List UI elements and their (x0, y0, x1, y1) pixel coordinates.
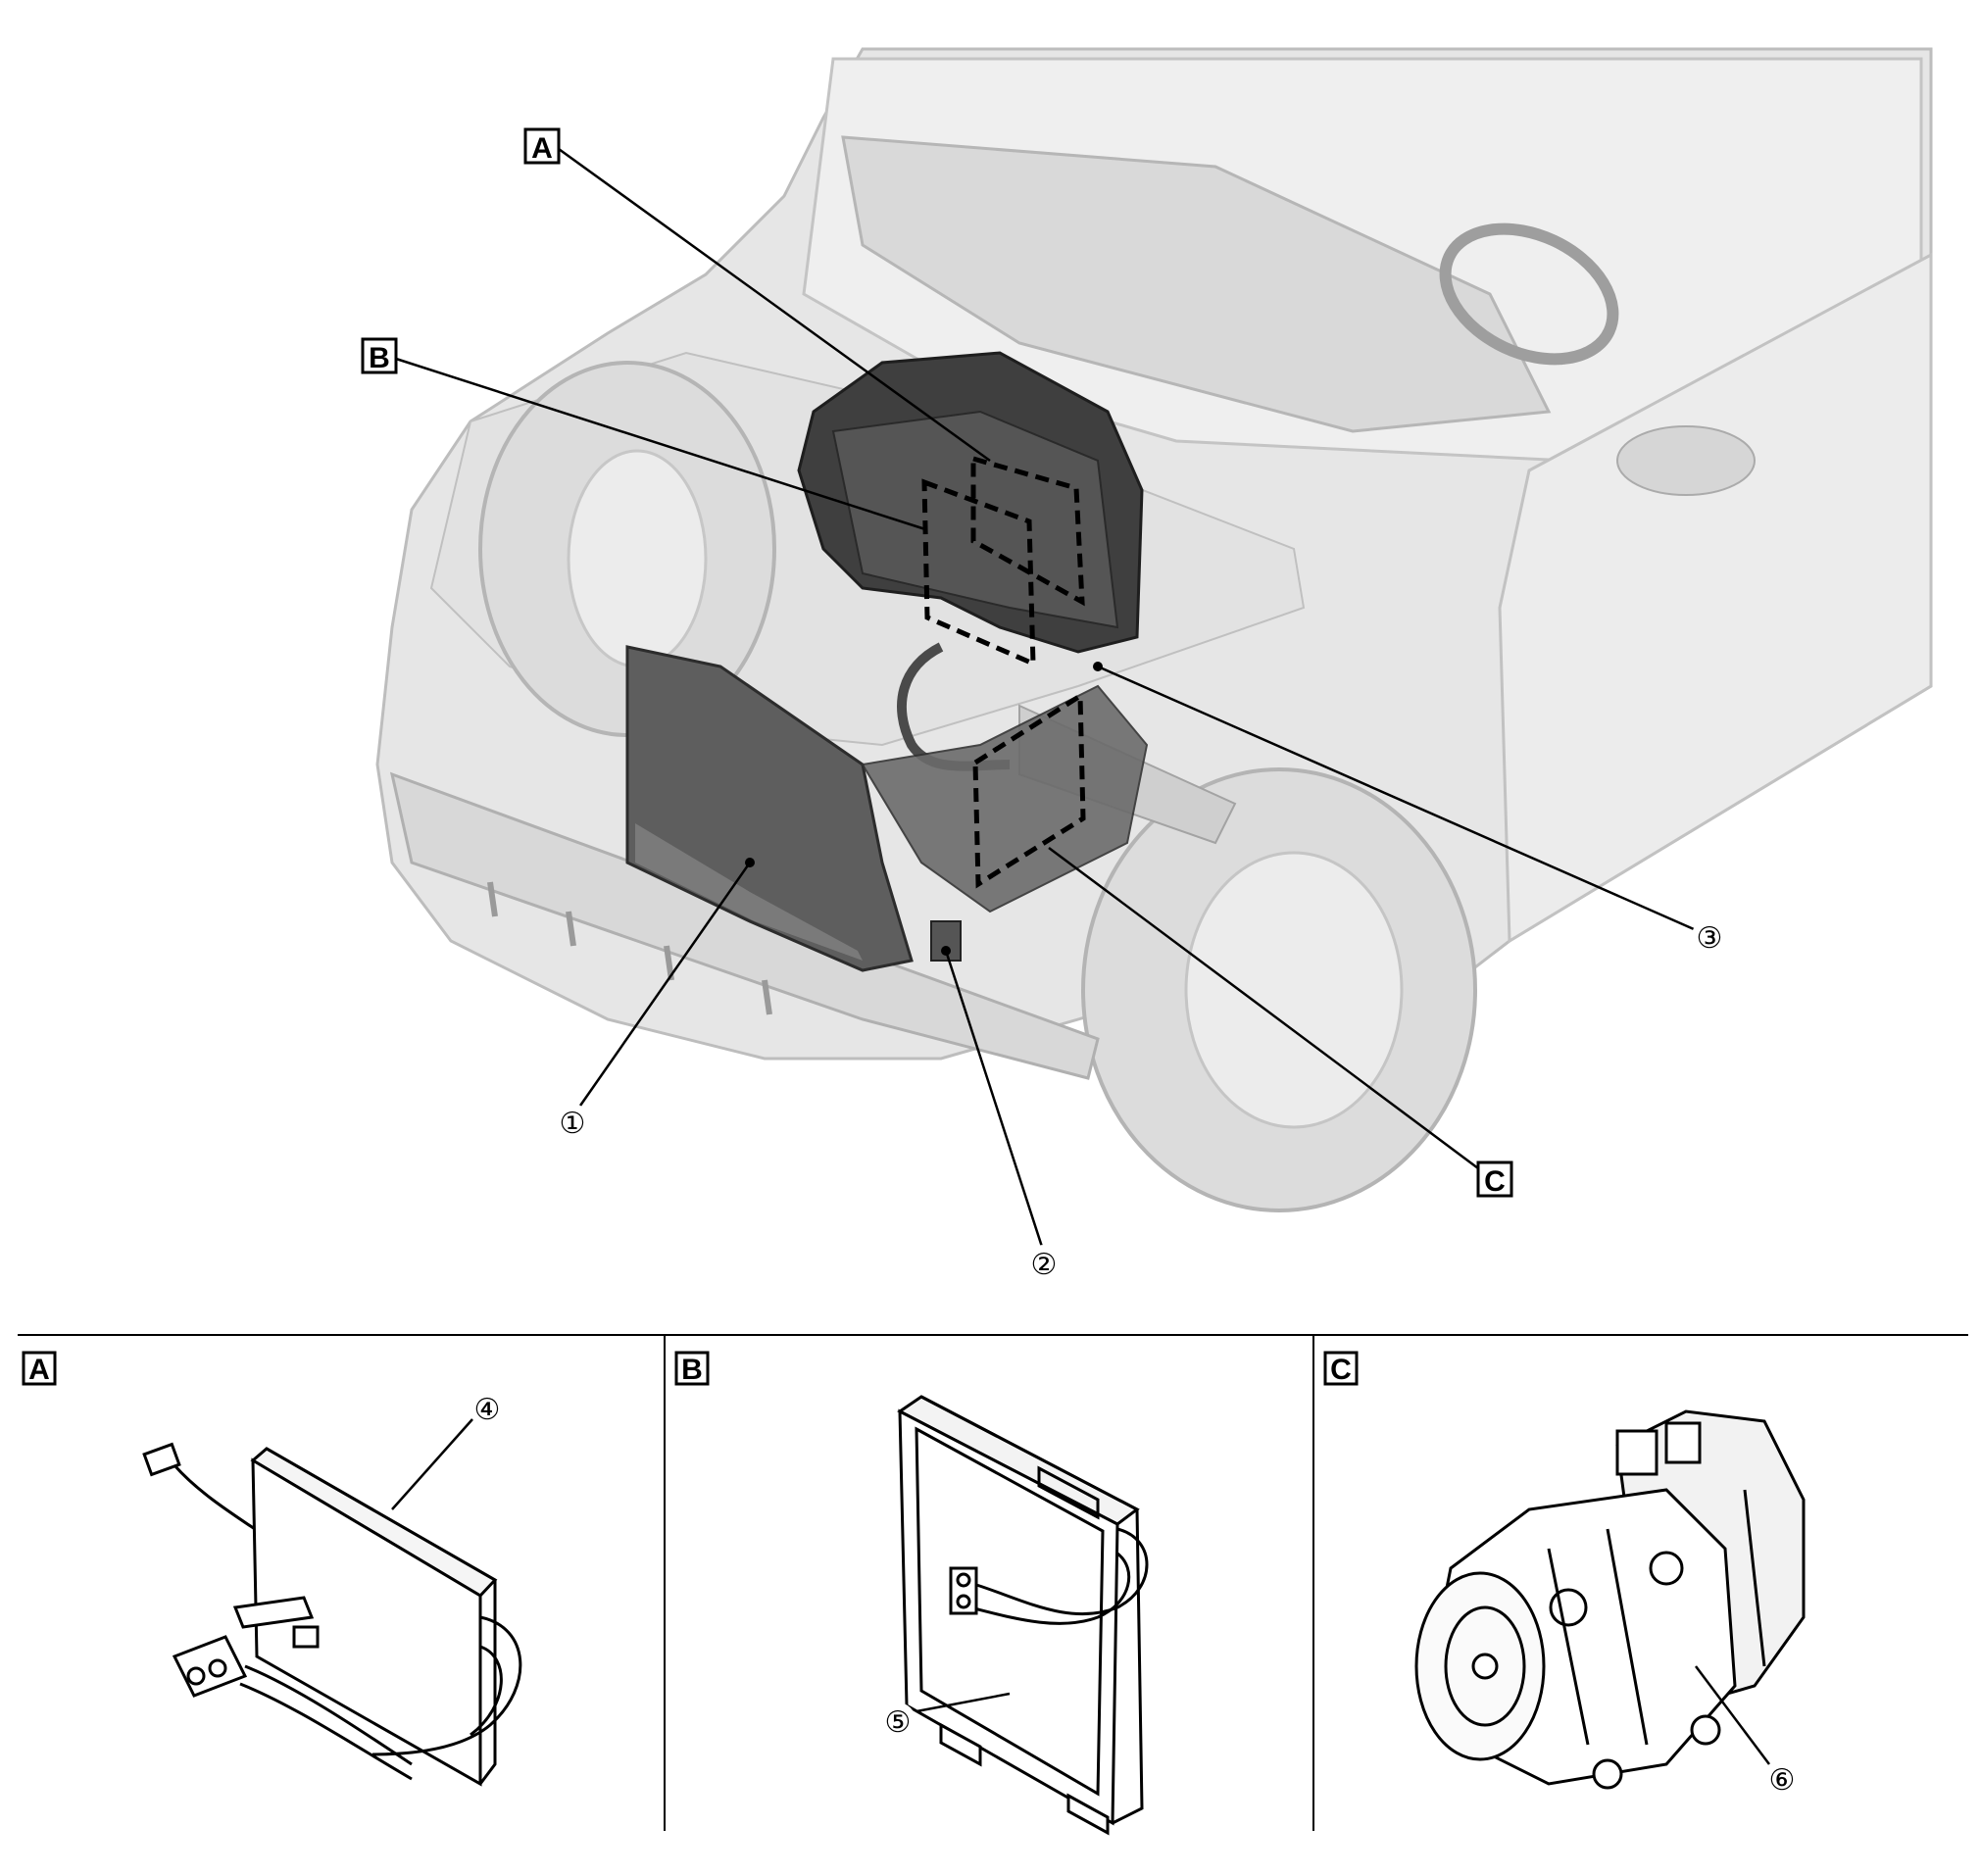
top-label-a: A (523, 127, 561, 165)
label-b-text: B (369, 342, 390, 374)
callout-3: ③ (1692, 918, 1727, 956)
condenser-core (635, 823, 863, 961)
panel-a-evaporator-assembly (142, 1442, 522, 1787)
leader-lines (395, 147, 1695, 1248)
leader-5 (916, 1692, 1011, 1713)
detail-box-c (972, 691, 1086, 889)
detail-box-b (921, 478, 1036, 667)
callout-2-text: ② (1031, 1248, 1058, 1282)
top-label-b: B (361, 337, 398, 374)
dashboard-frame (841, 135, 1552, 433)
callout-2: ② (1026, 1245, 1062, 1282)
leader-2 (944, 950, 1044, 1248)
leader-a (558, 147, 991, 463)
leader-c (1048, 846, 1479, 1170)
side-door (1498, 252, 1933, 944)
panel-label-a: A (22, 1351, 57, 1386)
leader-4 (391, 1418, 473, 1510)
leader-dots (745, 662, 1103, 956)
detail-box-a (970, 455, 1085, 607)
steering-wheel (1439, 222, 1619, 366)
dot-2 (941, 946, 951, 956)
side-mirror (1616, 425, 1756, 496)
panel-label-c: C (1323, 1351, 1359, 1386)
leader-b (395, 357, 926, 531)
panel-b-label-text: B (681, 1354, 703, 1386)
leader-6 (1695, 1665, 1770, 1765)
panel-a-label-text: A (28, 1354, 50, 1386)
dot-1 (745, 858, 755, 867)
panel-b-evaporator (897, 1395, 1149, 1836)
leader-1 (578, 862, 752, 1107)
ac-components (625, 351, 1149, 972)
front-left-wheel-hub (567, 449, 708, 668)
callout-1: ① (555, 1104, 590, 1141)
callout-3-text: ③ (1697, 921, 1723, 956)
callout-4-text: ④ (474, 1393, 501, 1427)
engine-bay-module (861, 684, 1149, 913)
callout-6-text: ⑥ (1769, 1763, 1796, 1798)
panel-label-b: B (674, 1351, 710, 1386)
label-a-text: A (531, 132, 553, 165)
car-illustration (375, 47, 1933, 1212)
callout-4: ④ (470, 1390, 505, 1427)
front-right-wheel-hub (1184, 851, 1404, 1129)
dot-3 (1093, 662, 1103, 671)
callout-5: ⑤ (880, 1703, 916, 1740)
panel-c-label-text: C (1330, 1354, 1352, 1386)
callout-6: ⑥ (1764, 1760, 1800, 1798)
detail-highlights (921, 455, 1086, 889)
callout-1-text: ① (560, 1107, 586, 1141)
callout-5-text: ⑤ (885, 1705, 912, 1740)
leader-3 (1097, 665, 1695, 931)
detail-panels-frame (18, 1334, 1968, 1831)
top-label-c: C (1476, 1160, 1513, 1198)
label-c-text: C (1484, 1165, 1506, 1198)
panel-c-compressor (1414, 1409, 1806, 1790)
